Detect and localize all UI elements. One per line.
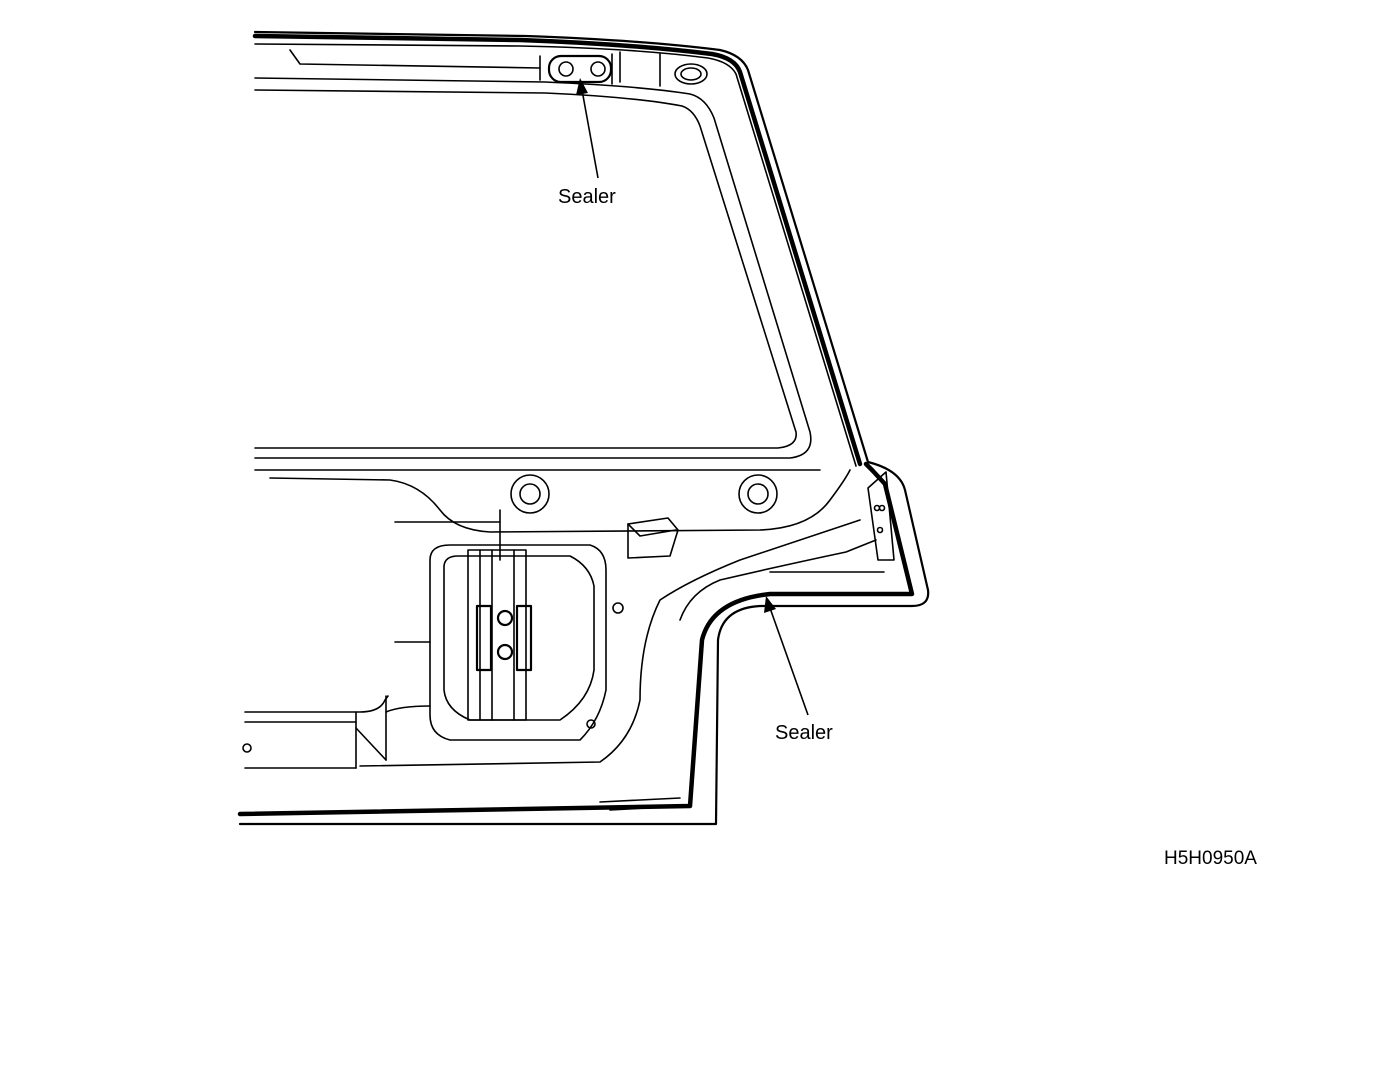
bracket-block — [627, 517, 679, 559]
window-opening — [254, 49, 812, 459]
figure-code: H5H0950A — [1164, 848, 1257, 869]
hinge-plate — [867, 471, 895, 561]
latch-recess — [429, 544, 607, 741]
callout-sealer-top: Sealer — [558, 78, 616, 208]
callout-sealer-bottom: Sealer — [764, 596, 833, 744]
grommets — [242, 474, 778, 753]
sealer-top-label: Sealer — [558, 186, 616, 208]
sealer-bead — [237, 33, 915, 817]
sealer-bottom-label: Sealer — [775, 722, 833, 744]
lower-panel — [254, 469, 885, 767]
tailgate-outer-outline — [238, 30, 930, 826]
top-sealer-pad — [547, 54, 708, 85]
bottom-rail — [244, 695, 681, 811]
